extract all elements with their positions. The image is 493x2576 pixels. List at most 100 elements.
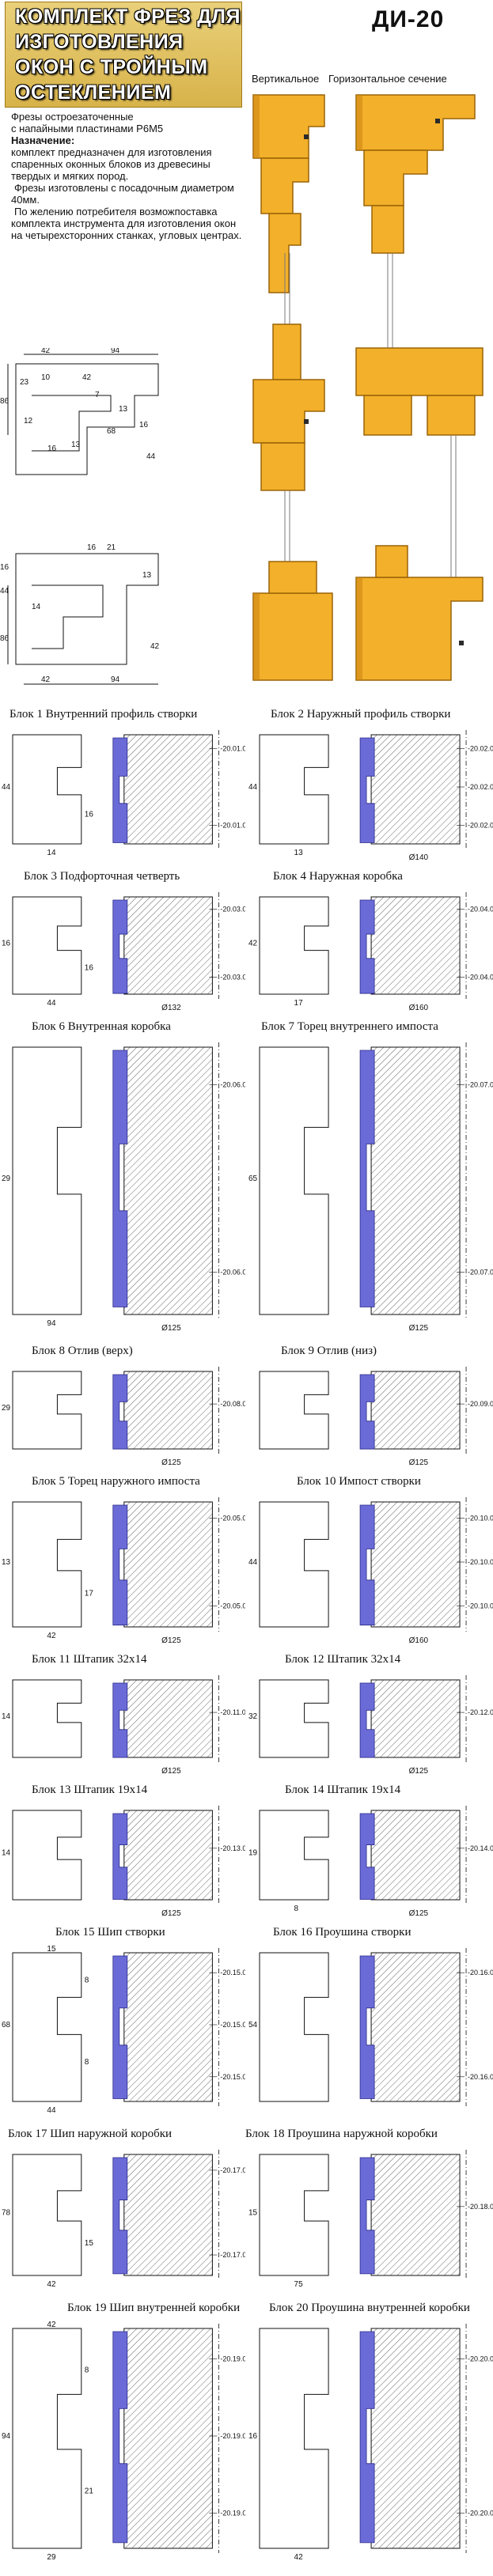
block-11-ref-1: -20.11.01 [220,1708,245,1716]
block-14-title: Блок 14 Штапик 19х14 [285,1784,401,1796]
block-8-knife [359,1374,375,1450]
block-3-dim-1: 16 [2,940,11,948]
block-12-knife [359,1682,375,1758]
block-2-ref-3: -20.02.03 [468,821,493,829]
block-17-dim-3: 15 [85,2239,94,2248]
dim-top-6: 42 [82,373,92,382]
block-19-dim-5: 8 [85,2366,89,2375]
block-9-drawing: Ø125-20.05.01-20.05.02134217 [2,1497,245,1645]
block-18-knife [359,2157,375,2275]
assembly-sections [252,94,484,681]
block-16-ref-1: -20.16.01 [468,1969,493,1976]
block-6-knife [359,1050,375,1307]
block-4-dim-2: 17 [294,999,304,1008]
block-13-title: Блок 13 Штапик 19х14 [32,1784,148,1796]
block-19-ref-1: -20.19.01 [220,2355,245,2363]
block-1-dim-2: 14 [47,849,56,857]
block-9-dim-2: 42 [47,1632,56,1640]
block-18-workpiece [259,2154,329,2276]
block-2-ref-2: -20.02.02 [468,783,493,791]
dim-bot-9: 94 [111,675,120,684]
product-code: ДИ-20 [372,6,445,32]
block-10-drawing: Ø160-20.10.01-20.10.02-20.10.0344 [248,1497,493,1645]
block-12-dim-1: 32 [248,1712,258,1721]
block-5-title: Блок 6 Внутренная коробка [32,1020,171,1033]
block-19-drawing: -20.19.01-20.19.02-20.19.03942921428 [2,2321,245,2562]
frame-profile-drawings: 42 94 86 23 10 12 42 7 13 68 16 44 13 16… [0,348,160,685]
block-2-workpiece [259,734,329,845]
block-9-ref-1: -20.05.01 [220,1515,245,1523]
block-15-ref-2: -20.15.02 [220,2021,245,2029]
block-6-dim-1: 65 [248,1175,258,1183]
block-16-drawing: -20.16.01-20.16.0254 [248,1948,493,2106]
block-16-cutter-body [370,1952,461,2102]
block-19-ref-3: -20.19.03 [220,2509,245,2517]
block-2-diameter: Ø140 [409,853,429,862]
block-9-workpiece [12,1501,82,1628]
block-10-ref-3: -20.10.03 [468,1602,493,1610]
block-10-ref-1: -20.10.01 [468,1515,493,1523]
block-5-workpiece [12,1046,82,1315]
block-13-diameter: Ø125 [161,1909,181,1918]
block-17-drawing: -20.17.01-20.17.02784215 [2,2150,245,2289]
block-15-dim-4: 15 [47,1945,56,1954]
block-17-workpiece [12,2154,82,2276]
block-3-dim-2: 44 [47,999,56,1008]
block-13-knife [112,1813,128,1900]
block-17-ref-1: -20.17.01 [220,2166,245,2174]
block-3-ref-1: -20.03.01 [220,905,245,913]
block-17-dim-2: 42 [47,2280,56,2289]
block-11-workpiece [12,1679,82,1758]
block-10-title: Блок 10 Импост створки [297,1475,421,1488]
dim-bot-7: 14 [32,603,41,611]
dim-top-0: 42 [41,348,51,355]
block-8-title: Блок 9 Отлив (низ) [281,1345,377,1357]
block-20-workpiece [259,2328,329,2549]
block-2-title: Блок 2 Наружный профиль створки [271,708,451,721]
block-9-ref-2: -20.05.02 [220,1602,245,1610]
block-19-workpiece [12,2328,82,2549]
block-6-ref-2: -20.07.02 [468,1268,493,1276]
block-1-drawing: -20.01.01-20.01.02441416 [2,730,245,857]
block-4-diameter: Ø160 [409,1004,429,1012]
block-4-ref-1: -20.04.01 [468,905,493,913]
block-3-cutter-body [123,896,213,995]
dim-top-9: 68 [107,427,116,436]
block-11-dim-1: 14 [2,1712,11,1721]
block-18-title: Блок 18 Проушина наружной коробки [245,2128,438,2140]
block-17-title: Блок 17 Шип наружной коробки [8,2128,173,2140]
block-5-dim-1: 29 [2,1175,11,1183]
block-4-cutter-body [370,896,461,995]
dim-bot-8: 42 [41,675,51,684]
dim-top-13: 16 [47,444,57,453]
block-8-diameter: Ø125 [409,1458,429,1467]
dim-top-7: 7 [95,391,100,399]
title-line-2: ИЗГОТОВЛЕНИЯ [15,31,184,53]
block-4-knife [359,899,375,994]
block-19-cutter-body [123,2328,213,2549]
block-14-knife [359,1813,375,1900]
block-4-ref-2: -20.04.02 [468,974,493,982]
block-16-dim-1: 54 [248,2021,258,2029]
block-6-title: Блок 7 Торец внутреннего импоста [261,1020,438,1033]
block-13-dim-1: 14 [2,1849,11,1858]
title-line-3: ОКОН С ТРОЙНЫМ [15,56,208,78]
block-12-workpiece [259,1679,329,1758]
block-10-knife [359,1504,375,1626]
block-15-drawing: -20.15.01-20.15.02-20.15.0368448158 [2,1945,245,2115]
block-17-cutter-body [123,2154,213,2276]
dim-bot-3: 16 [0,563,9,572]
dim-bot-6: 42 [150,642,160,651]
block-6-ref-1: -20.07.01 [468,1081,493,1089]
mount-text: Фрезы изготовлены с посадочным диаметром… [11,182,234,206]
block-13-cutter-body [123,1810,213,1901]
intro-line-2: с напайными пластинами Р6М5 [11,123,164,134]
block-6-drawing: Ø125-20.07.01-20.07.0265 [248,1042,493,1333]
block-14-cutter-body [370,1810,461,1901]
block-14-dim-2: 8 [294,1905,299,1913]
label-vertical: Вертикальное [252,73,320,85]
block-19-dim-1: 94 [2,2432,11,2441]
block-3-ref-2: -20.03.02 [220,974,245,982]
block-7-ref-1: -20.08.01 [220,1400,245,1408]
block-2-knife [359,737,375,843]
